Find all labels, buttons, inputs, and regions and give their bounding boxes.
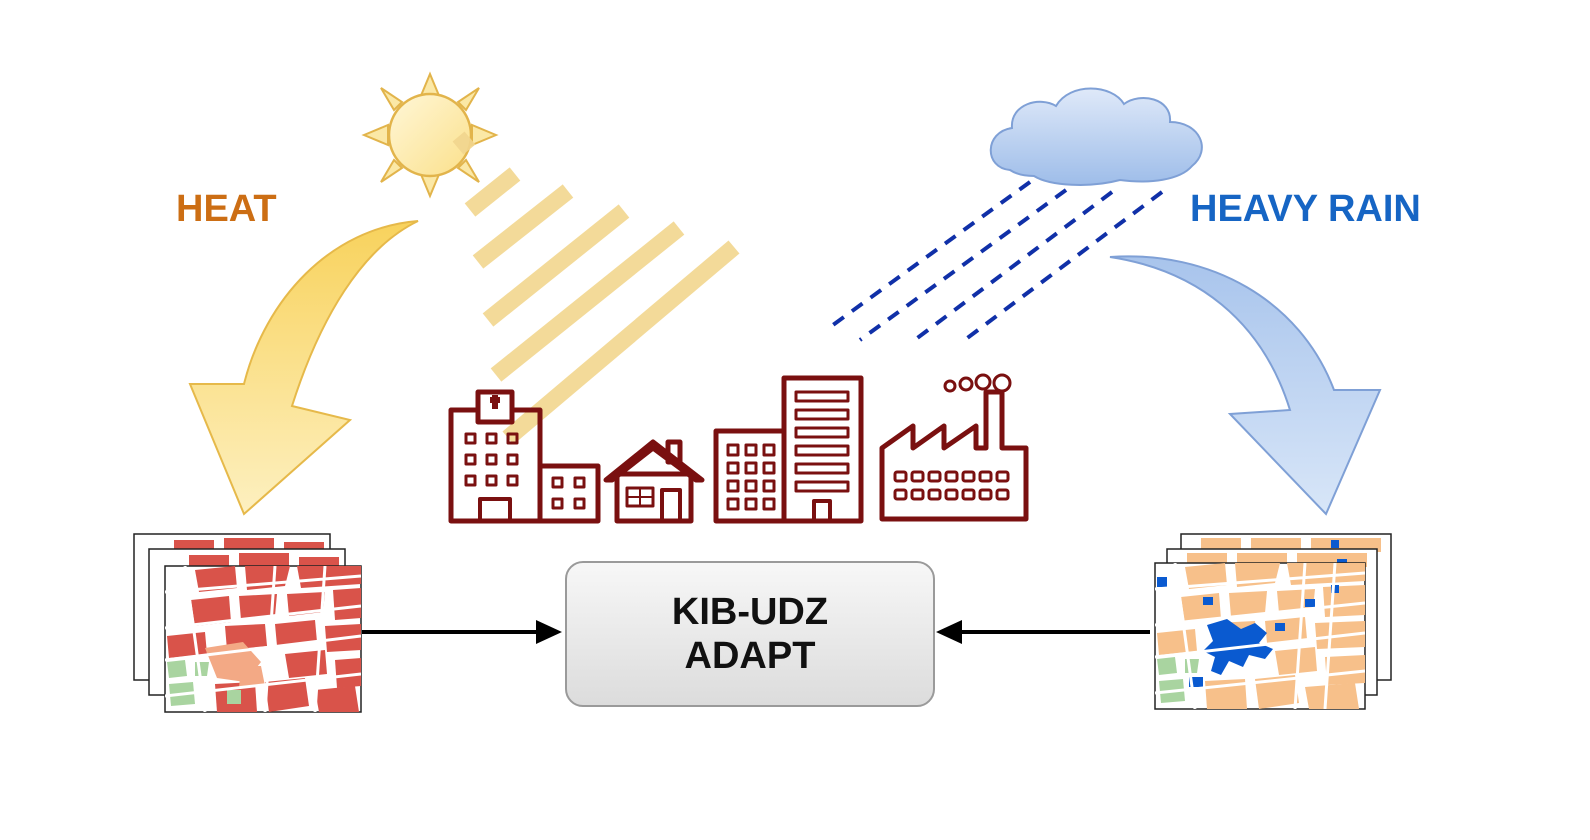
heavy-rain-arrow — [1109, 255, 1382, 516]
office-building-icon — [713, 375, 864, 524]
heavy-rain-label: HEAVY RAIN — [1190, 188, 1421, 230]
heat-map-stack — [133, 533, 362, 713]
kib-udz-adapt-box: KIB-UDZ ADAPT — [565, 561, 935, 707]
sunbeams — [452, 131, 740, 445]
house-icon — [603, 439, 705, 524]
heat-map — [164, 565, 362, 713]
rain-to-center-arrow — [936, 620, 1150, 644]
rain-map-stack — [1154, 533, 1392, 710]
hospital-icon — [448, 389, 601, 524]
rain-lines — [824, 180, 1164, 344]
heat-to-center-arrow — [362, 620, 562, 644]
center-box-line2: ADAPT — [684, 635, 816, 677]
center-box-line1: KIB-UDZ — [671, 591, 829, 633]
sun-icon — [361, 71, 499, 199]
heat-arrow — [188, 220, 419, 516]
cloud-icon — [989, 87, 1203, 186]
rain-map — [1154, 562, 1366, 710]
heat-label: HEAT — [176, 188, 277, 230]
factory-icon — [879, 373, 1029, 522]
